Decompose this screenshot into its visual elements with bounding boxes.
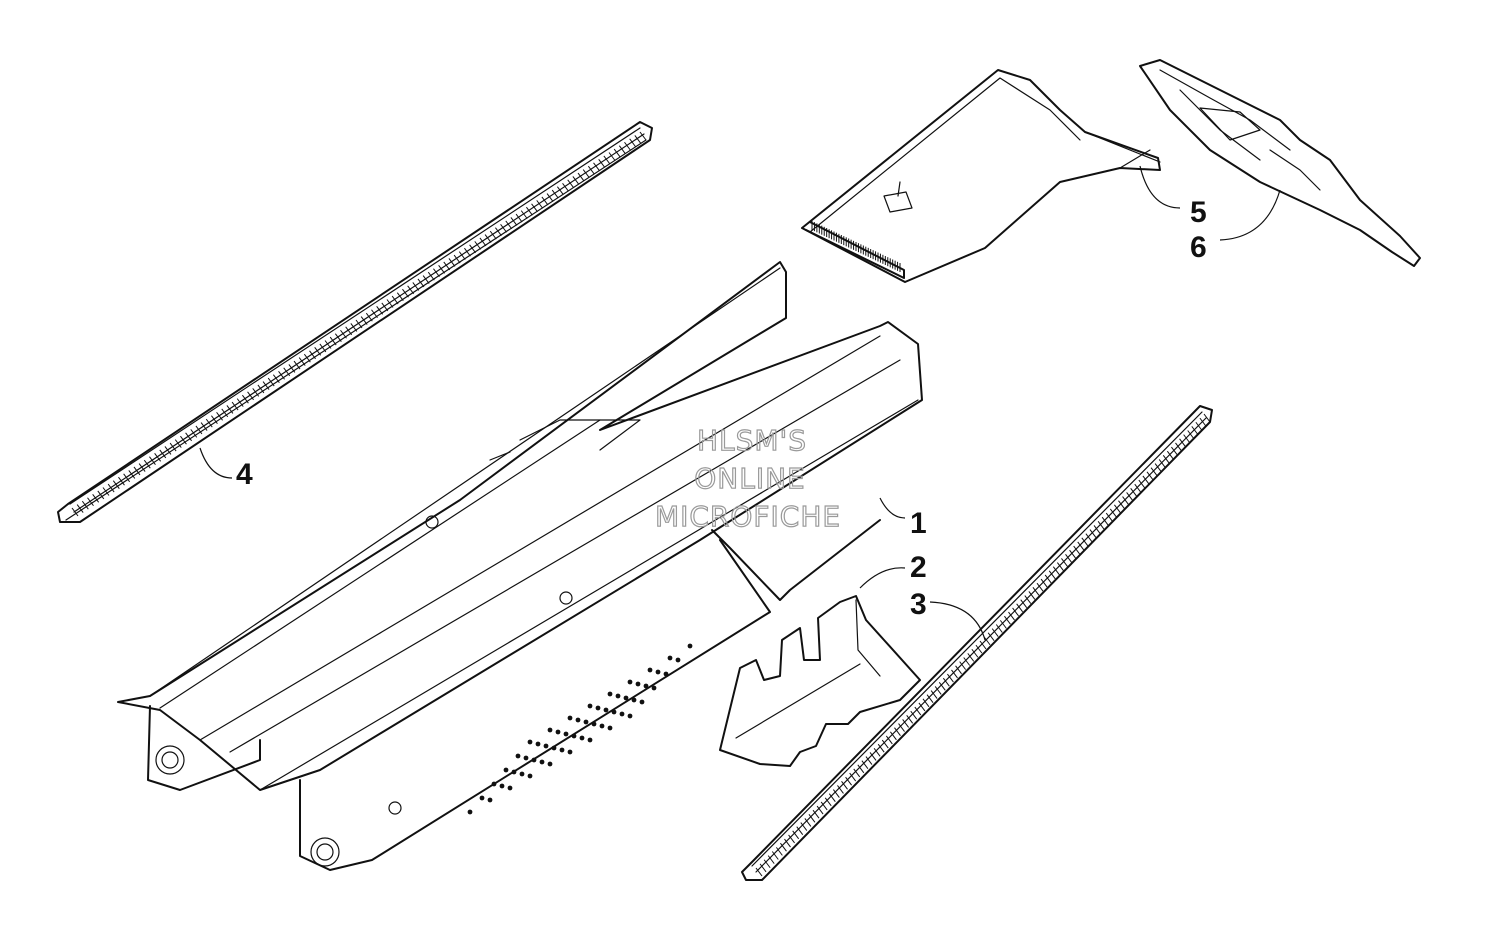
tunnel-cover-part-5 — [801, 69, 1161, 283]
bracket-part-2 — [719, 595, 921, 767]
watermark: HLSM'S ONLINE MICROFICHE — [654, 423, 841, 533]
flap-part-6 — [1139, 59, 1421, 267]
watermark-line-2: ONLINE — [694, 462, 805, 495]
callout-6: 6 — [1190, 231, 1207, 264]
watermark-line-3: MICROFICHE — [655, 500, 841, 533]
rail-part-3 — [741, 405, 1213, 881]
tunnel-part-1 — [117, 261, 923, 871]
callout-3: 3 — [910, 588, 927, 621]
watermark-line-1: HLSM'S — [697, 424, 807, 457]
callout-4: 4 — [236, 458, 253, 491]
rail-part-4 — [57, 121, 653, 523]
callout-5: 5 — [1190, 196, 1207, 229]
callout-2: 2 — [910, 551, 927, 584]
leader-lines — [199, 165, 1281, 641]
callout-1: 1 — [910, 507, 927, 540]
